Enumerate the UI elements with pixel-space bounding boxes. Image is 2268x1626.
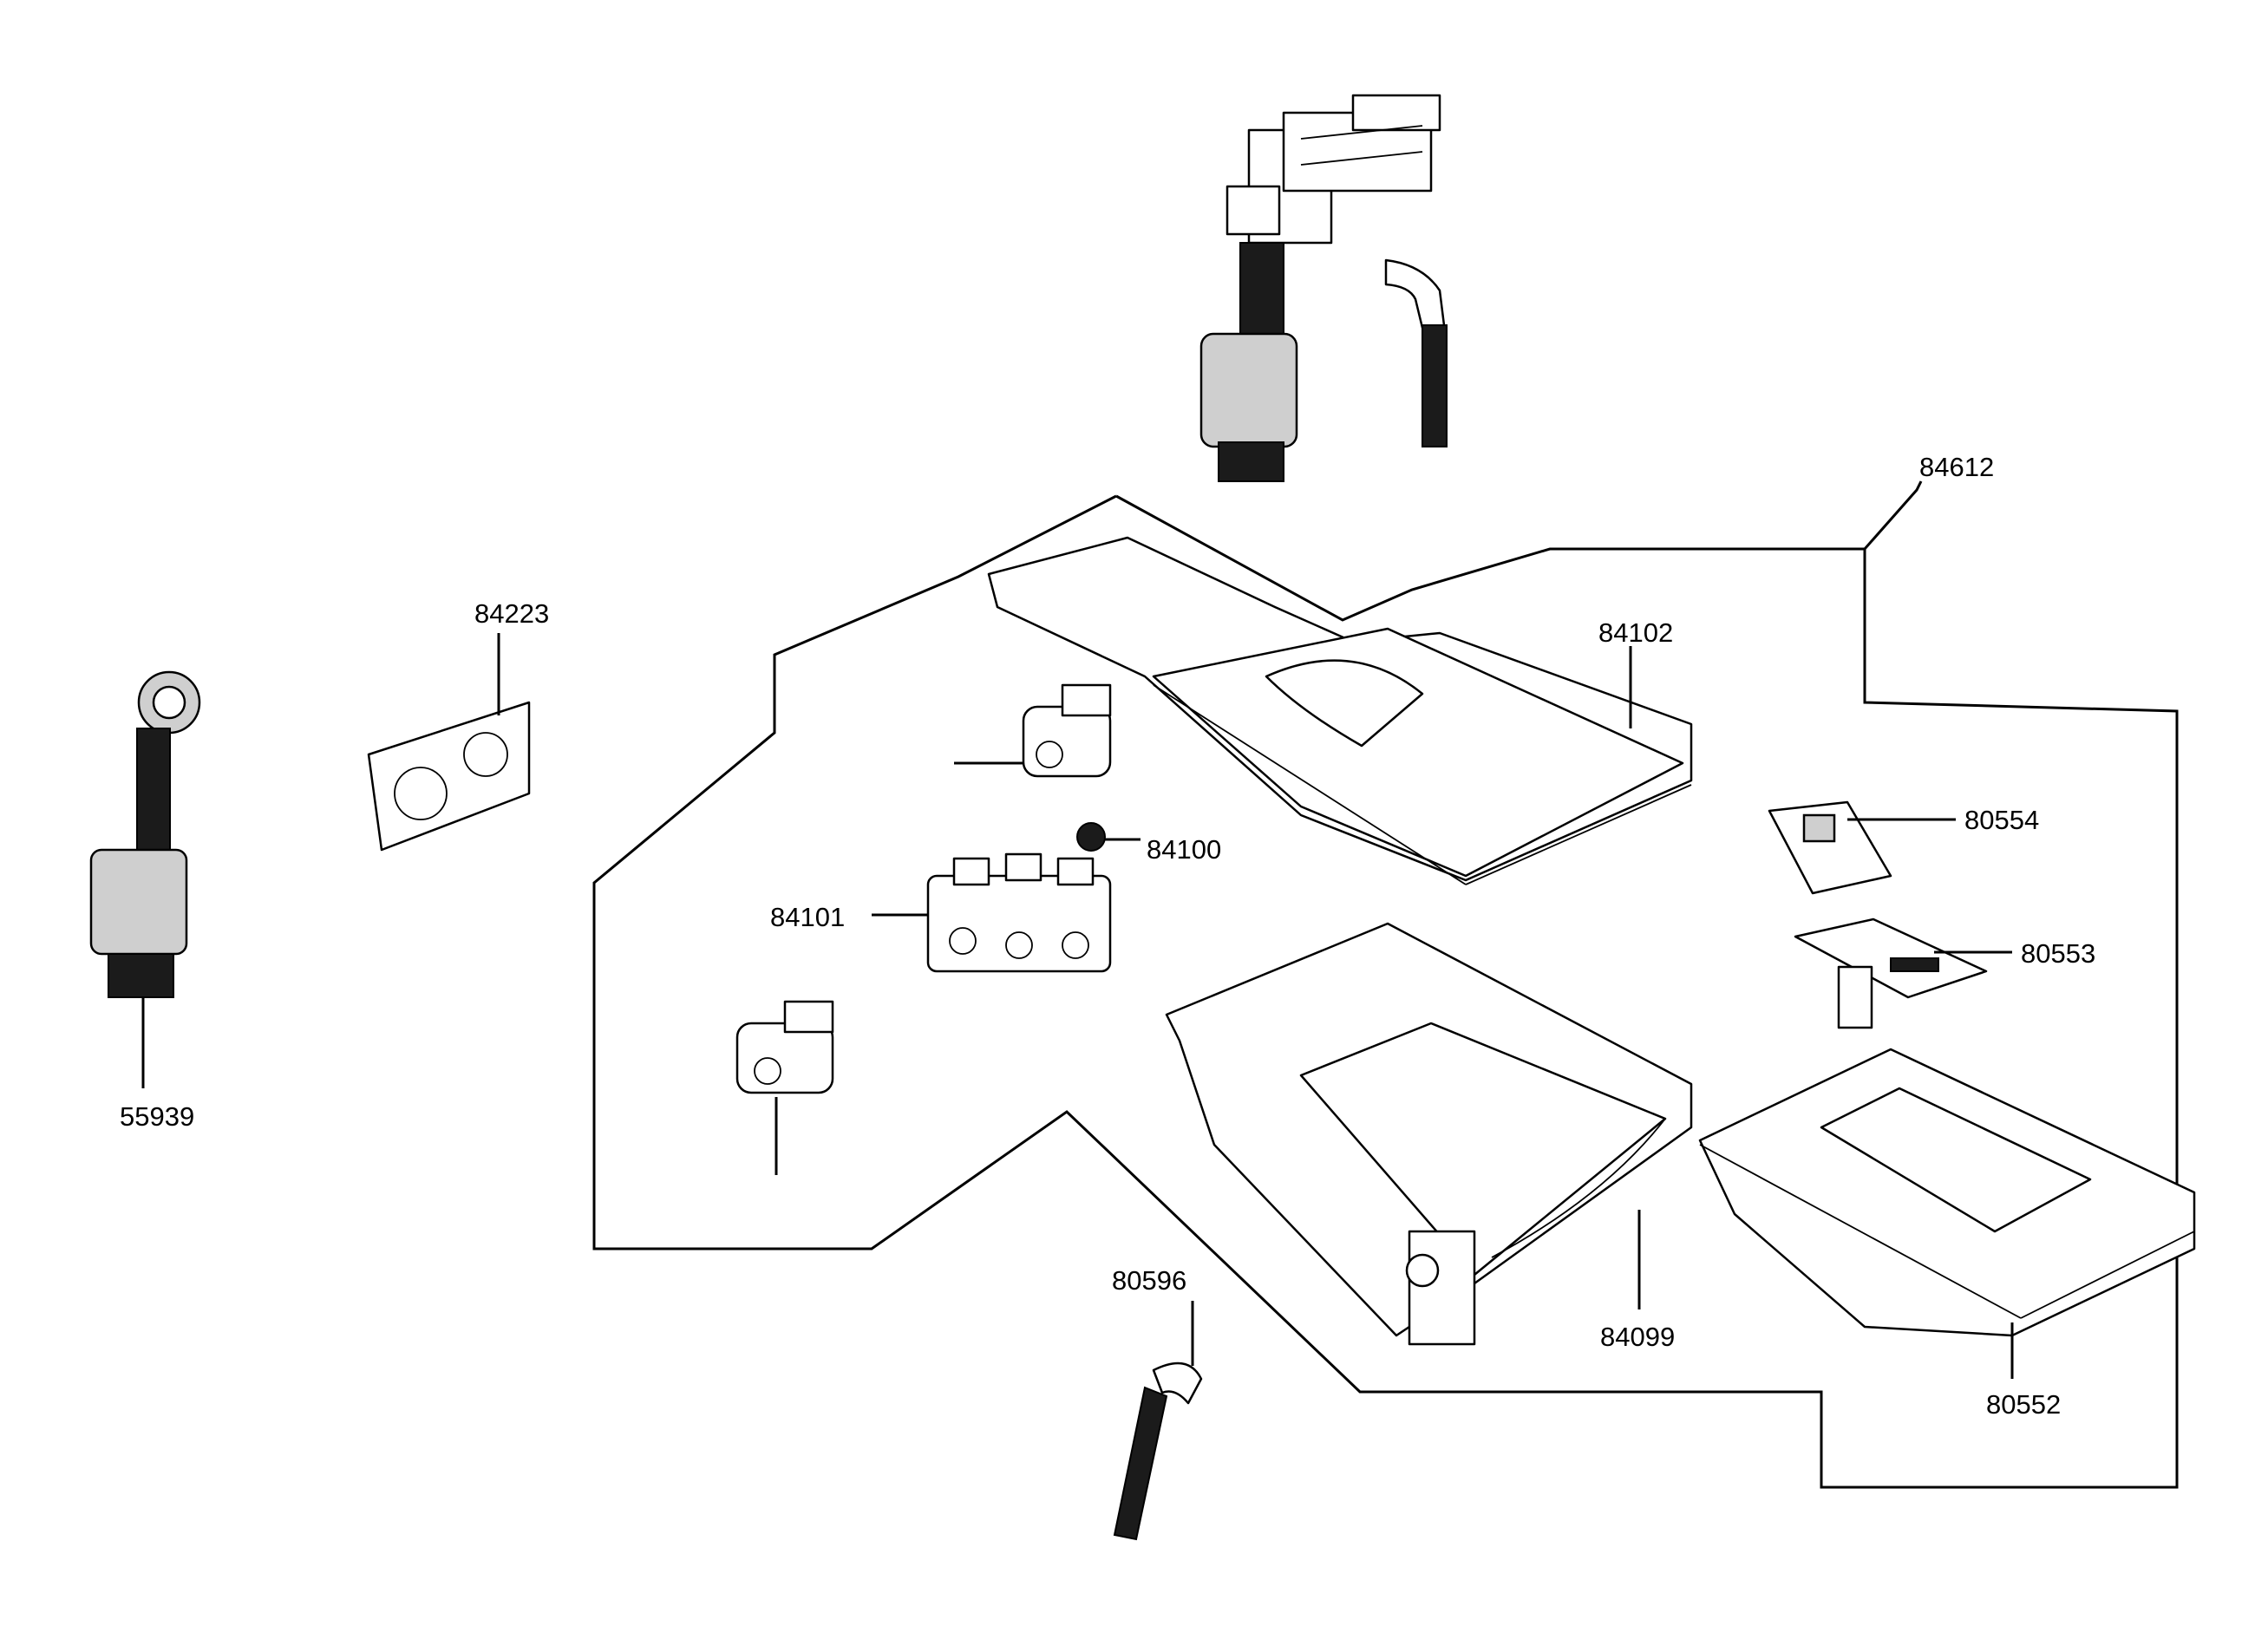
part-84099-housing — [1165, 922, 1693, 1346]
label-84099: 84099 — [1600, 1322, 1675, 1352]
valve-single-lower — [735, 1000, 834, 1094]
part-80553 — [1794, 917, 1988, 1029]
part-55939-hose — [89, 670, 201, 998]
part-84102-cover — [987, 536, 1693, 885]
part-80596-hose — [1113, 1362, 1203, 1541]
part-80552-drawer — [1698, 1048, 2196, 1337]
top-elbow-hose — [1384, 258, 1448, 447]
part-80554 — [1768, 800, 1892, 895]
label-84101: 84101 — [770, 902, 845, 932]
part-84100-seal — [1076, 822, 1106, 852]
assembly-84612-outline — [592, 494, 2179, 1489]
label-55939: 55939 — [120, 1101, 194, 1132]
label-84100: 84100 — [1147, 834, 1221, 865]
part-84101-valve-block — [926, 852, 1112, 973]
label-80553: 80553 — [2021, 938, 2095, 969]
label-84223: 84223 — [474, 598, 549, 629]
label-84612: 84612 — [1919, 452, 1994, 482]
label-80596: 80596 — [1112, 1265, 1186, 1296]
part-84223-bracket — [367, 701, 531, 852]
label-80552: 80552 — [1986, 1389, 2061, 1420]
leader-84612 — [1863, 480, 1923, 550]
valve-single-upper — [1022, 683, 1112, 778]
label-84102: 84102 — [1598, 617, 1673, 648]
top-pump-assembly — [1199, 94, 1441, 482]
label-80554: 80554 — [1964, 805, 2039, 835]
